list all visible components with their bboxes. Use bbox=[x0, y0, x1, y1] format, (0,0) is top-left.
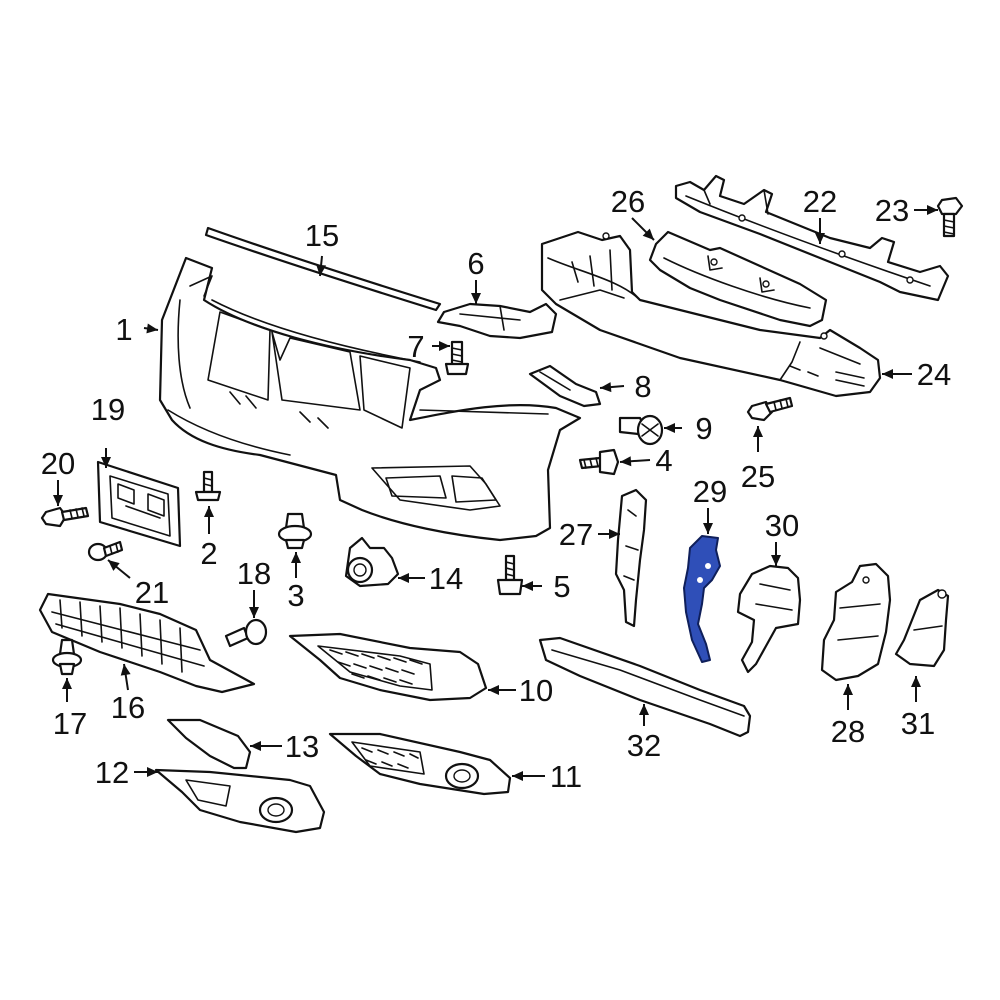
callout-8: 8 bbox=[634, 369, 651, 404]
callout-2: 2 bbox=[200, 536, 217, 571]
arrowhead bbox=[250, 741, 261, 751]
part-25-bolt bbox=[746, 396, 794, 422]
callout-29: 29 bbox=[693, 474, 727, 509]
callout-30: 30 bbox=[765, 508, 799, 543]
part-8-trim-strip bbox=[528, 364, 602, 408]
callout-6: 6 bbox=[467, 246, 484, 281]
arrowhead bbox=[600, 382, 612, 393]
arrowhead bbox=[911, 676, 921, 687]
part-6-bracket bbox=[436, 302, 558, 340]
part-22-upper-bracket bbox=[674, 174, 950, 302]
callout-1: 1 bbox=[115, 312, 132, 347]
part-9-clip bbox=[618, 414, 664, 446]
part-3-clip bbox=[277, 512, 313, 550]
part-1-bumper-cover bbox=[158, 256, 582, 542]
part-18-screw bbox=[224, 618, 268, 648]
part-12-fog-trim bbox=[154, 768, 326, 834]
part-16-lower-grille bbox=[38, 592, 256, 694]
part-14-sensor-holder bbox=[344, 536, 400, 588]
callout-20: 20 bbox=[41, 446, 75, 481]
arrowhead bbox=[753, 426, 763, 437]
arrowhead bbox=[398, 573, 409, 583]
callout-4: 4 bbox=[655, 443, 672, 478]
part-17-clip bbox=[51, 638, 83, 676]
arrowhead bbox=[316, 264, 327, 276]
part-30-side-bracket bbox=[736, 564, 802, 674]
callout-26: 26 bbox=[611, 184, 645, 219]
callout-labels: 1 2 3 4 5 6 7 8 9 10 11 12 13 14 15 16 1… bbox=[41, 184, 951, 794]
part-2-screw bbox=[194, 470, 222, 502]
part-31-side-bracket bbox=[894, 588, 950, 668]
part-21-screw bbox=[87, 540, 124, 562]
part-26-upper-absorber bbox=[648, 230, 828, 328]
arrowhead bbox=[703, 523, 713, 534]
arrowhead bbox=[101, 457, 111, 468]
callout-19: 19 bbox=[91, 392, 125, 427]
arrowhead bbox=[249, 607, 259, 618]
part-20-bolt bbox=[40, 506, 90, 528]
arrowhead bbox=[522, 581, 533, 591]
arrowhead bbox=[882, 369, 893, 379]
callout-28: 28 bbox=[831, 714, 865, 749]
arrowhead bbox=[146, 323, 158, 334]
part-19-license-bracket bbox=[96, 460, 182, 548]
callout-31: 31 bbox=[901, 706, 935, 741]
part-24-energy-absorber bbox=[540, 230, 882, 398]
arrowhead bbox=[62, 678, 72, 689]
arrowhead bbox=[53, 495, 63, 506]
arrowhead bbox=[439, 341, 450, 351]
arrowhead bbox=[927, 205, 938, 215]
arrowhead bbox=[771, 555, 781, 566]
callout-10: 10 bbox=[519, 673, 553, 708]
part-13-cover bbox=[166, 718, 252, 770]
leader-arrowheads bbox=[53, 205, 938, 781]
callout-16: 16 bbox=[111, 690, 145, 725]
callout-11: 11 bbox=[550, 759, 582, 794]
arrowhead bbox=[609, 529, 620, 539]
part-7-bolt bbox=[444, 340, 470, 376]
callout-3: 3 bbox=[287, 578, 304, 613]
part-32-lower-absorber bbox=[538, 636, 752, 738]
callout-13: 13 bbox=[285, 729, 319, 764]
callout-17: 17 bbox=[53, 706, 87, 741]
part-23-bolt bbox=[936, 196, 964, 238]
callout-22: 22 bbox=[803, 184, 837, 219]
part-5-bolt bbox=[496, 554, 524, 596]
arrowhead bbox=[147, 767, 158, 777]
arrowhead bbox=[815, 233, 825, 244]
callout-27: 27 bbox=[559, 517, 593, 552]
arrowhead bbox=[488, 685, 499, 695]
callout-32: 32 bbox=[627, 728, 661, 763]
callout-9: 9 bbox=[695, 411, 712, 446]
arrowhead bbox=[843, 684, 853, 695]
callout-15: 15 bbox=[305, 218, 339, 253]
arrowhead bbox=[471, 293, 481, 304]
callout-21: 21 bbox=[135, 575, 169, 610]
callout-5: 5 bbox=[553, 569, 570, 604]
arrowhead bbox=[642, 228, 654, 240]
part-10-grille-insert bbox=[288, 632, 488, 702]
arrowhead bbox=[120, 664, 131, 676]
arrowhead bbox=[512, 771, 523, 781]
part-29-side-support bbox=[683, 535, 721, 663]
part-4-bolt bbox=[578, 448, 620, 476]
callout-23: 23 bbox=[875, 193, 909, 228]
callout-25: 25 bbox=[741, 459, 775, 494]
arrowhead bbox=[291, 552, 301, 563]
arrowhead bbox=[639, 704, 649, 715]
part-11-fog-trim bbox=[328, 732, 512, 796]
callout-12: 12 bbox=[95, 755, 129, 790]
callout-18: 18 bbox=[237, 556, 271, 591]
arrowhead bbox=[108, 560, 120, 571]
part-28-side-bracket bbox=[820, 562, 892, 682]
arrowhead bbox=[620, 456, 632, 467]
callout-24: 24 bbox=[917, 357, 951, 392]
callout-7: 7 bbox=[407, 329, 424, 364]
part-27-side-bracket bbox=[614, 488, 648, 628]
callout-14: 14 bbox=[429, 561, 463, 596]
arrowhead bbox=[664, 423, 675, 433]
arrowhead bbox=[204, 506, 214, 517]
